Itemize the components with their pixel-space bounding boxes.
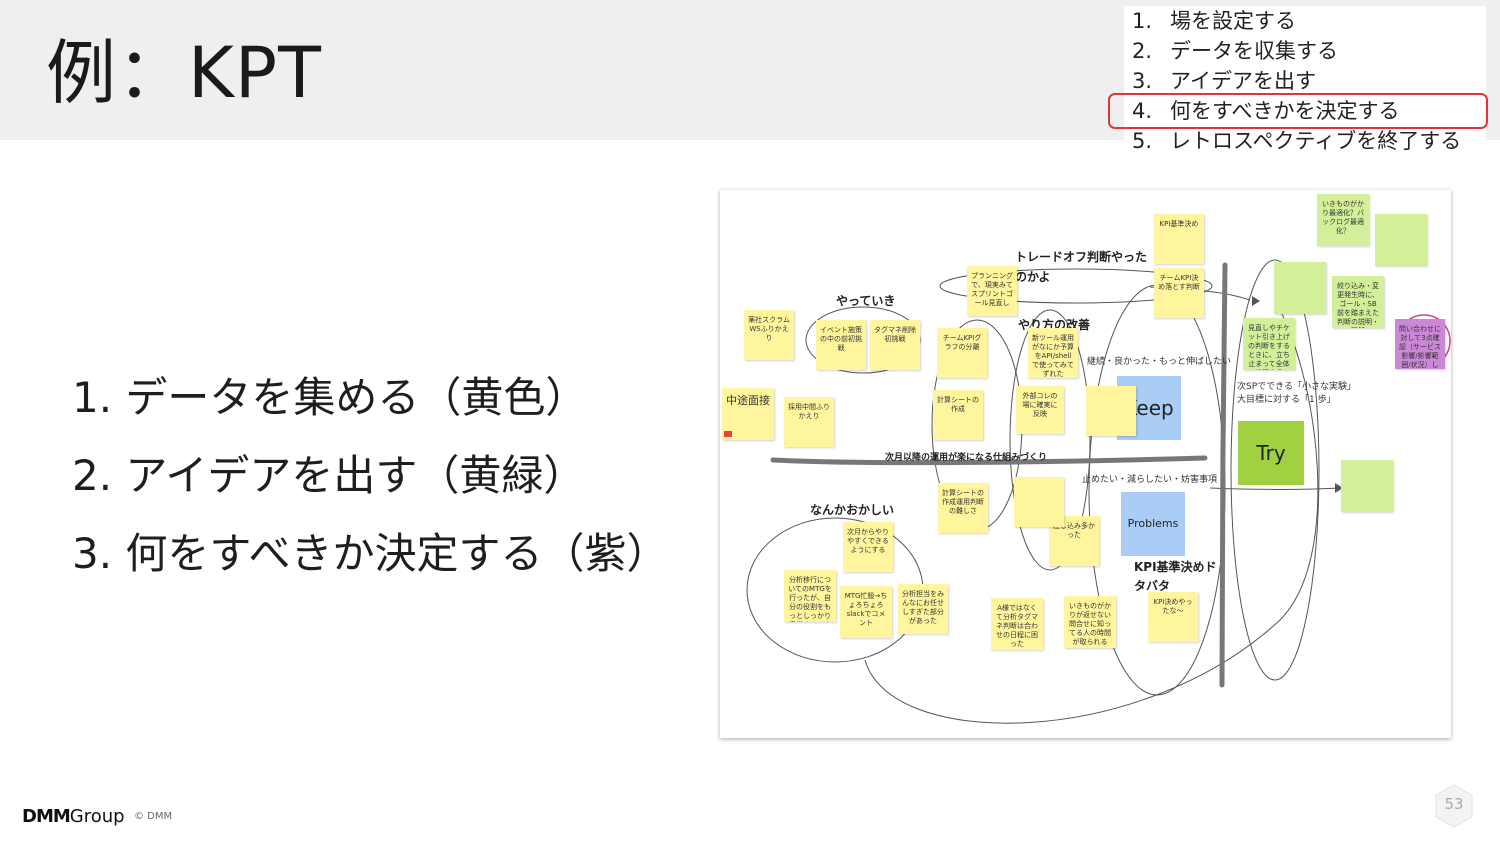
- board-label-nextsp: 次SPでできる「小さな実験」: [1237, 382, 1356, 392]
- red-tag: [724, 431, 732, 437]
- hexagon-icon: [1435, 784, 1473, 828]
- step-item: 5. レトロスペクティブを終了する: [1132, 126, 1461, 156]
- kpt-board-image: トレードオフ判断やった のかよ やっていき やり方の改善 なんかおかしい KPI…: [720, 190, 1451, 738]
- step-number: 5.: [1132, 129, 1153, 153]
- step-number: 4.: [1132, 99, 1153, 123]
- step-text: 場を設定する: [1170, 9, 1296, 33]
- sticky-note: 計算シートの作成: [933, 390, 983, 440]
- board-heading-kpi: KPI基準決めド: [1134, 560, 1217, 574]
- sticky-note: A様ではなくて分析タグマネ判断は合わせの日程に困った: [991, 598, 1043, 650]
- sticky-note: [1086, 386, 1136, 436]
- sticky-note: 新ツール運用がなにか予算をAPI/shellで使ってみてずれた: [1028, 328, 1078, 378]
- step-text: レトロスペクティブを終了する: [1170, 129, 1462, 153]
- sticky-note: 計算シートの作成運用判断の難しさ: [938, 483, 988, 533]
- sticky-note: [1014, 477, 1064, 527]
- board-label-continue: 継続・良かった・もっと伸ばしたい: [1087, 357, 1232, 367]
- step-item: 2. データを収集する: [1132, 36, 1338, 66]
- step-item: 1. 場を設定する: [1132, 6, 1296, 36]
- point-item: 2. アイデアを出す（黄緑）: [72, 451, 586, 500]
- sticky-note: 採用中間ふりかえり: [784, 397, 834, 447]
- board-heading-tradeoff: トレードオフ判断やった: [1015, 250, 1148, 264]
- board-heading-tradeoff-cont: のかよ: [1015, 270, 1051, 284]
- sticky-note: 分析担当をみんなにお任せしすぎた部分があった: [898, 584, 948, 634]
- sticky-note: KPI基準決め: [1154, 214, 1204, 264]
- copyright: © DMM: [134, 811, 173, 822]
- sticky-note-green: [1274, 262, 1326, 314]
- step-number: 2.: [1132, 39, 1153, 63]
- sticky-note: いきものがかりが返せない問合せに知ってる人の時間が取られる: [1064, 596, 1116, 648]
- board-heading-strange: なんかおかしい: [810, 503, 895, 517]
- step-text: 何をすべきかを決定する: [1170, 99, 1400, 123]
- board-heading-next-month: 次月以降の運用が楽になる仕組みづくり: [885, 453, 1048, 463]
- sticky-note-green: [1375, 214, 1427, 266]
- point-item: 3. 何をすべきか決定する（紫）: [72, 529, 669, 578]
- point-item: 1. データを集める（黄色）: [72, 373, 588, 422]
- sticky-note: 薬社スクラムWSふりかえり: [744, 310, 794, 360]
- board-label-nextsp-cont: 大目標に対する「1 歩」: [1237, 395, 1336, 405]
- sticky-note: 外部コレの場に確実に反映: [1016, 386, 1064, 434]
- sticky-note-green: 絞り込み・変更発生時に、ゴール・SB前を踏まえた判断の説明・理解: [1332, 276, 1384, 328]
- sticky-note: 次月からやりやすくできるようにする: [843, 522, 893, 572]
- try-category: Try: [1238, 421, 1304, 485]
- step-item-highlighted: 4. 何をすべきかを決定する: [1132, 96, 1400, 126]
- step-number: 3.: [1132, 69, 1153, 93]
- step-item: 3. アイデアを出す: [1132, 66, 1316, 96]
- sticky-note: イベント施策の中の前初挑戦: [816, 320, 866, 370]
- page-number-badge: 53: [1434, 784, 1474, 828]
- page-number: 53: [1444, 795, 1464, 813]
- problems-category: Problems: [1121, 492, 1185, 556]
- sticky-note-green: いきものがかり最適化？バックログ最適化？: [1317, 194, 1369, 246]
- step-text: アイデアを出す: [1170, 69, 1316, 93]
- slide-title: 例：KPT: [46, 32, 322, 114]
- board-label-stop: 止めたい・減らしたい・妨害事項: [1082, 475, 1218, 485]
- sticky-note: タグマネ削除初挑戦: [870, 320, 920, 370]
- sticky-note-green: 見直しやチケット引き上げの判断をするときに、立ち止まって全体の状況やその後のこと…: [1243, 318, 1295, 370]
- board-heading-kpi-cont: タバタ: [1134, 579, 1171, 593]
- board-drawing-lines: [746, 259, 1451, 724]
- sticky-note: MTG忙殺→ちょろちょろslackでコメント: [840, 586, 892, 638]
- sticky-note: チームKPI決め落とす判断: [1154, 268, 1204, 318]
- sticky-note-green: [1341, 460, 1393, 512]
- company-logo: DMMGroup: [22, 806, 125, 827]
- sticky-note: プランニングで、現実みてスプリントゴール見直し: [967, 266, 1017, 316]
- sticky-note: KPI決めやったな〜: [1148, 592, 1198, 642]
- current-step-highlight: [1108, 93, 1488, 129]
- sticky-note: チームKPIグラフの分離: [937, 328, 987, 378]
- step-text: データを収集する: [1170, 39, 1338, 63]
- step-number: 1.: [1132, 9, 1153, 33]
- board-heading-yatteiki: やっていき: [836, 294, 896, 308]
- sticky-note: 分析移行についてのMTGを行ったが、自分の役割をもっとしっかり意識するべき: [784, 570, 836, 622]
- sticky-note-purple: 問い合わせに対して3点確認（サービス影響/影響範囲/状況）して優先度をつけて対応…: [1395, 319, 1445, 369]
- retro-steps-list: 1. 場を設定する 2. データを収集する 3. アイデアを出す 4. 何をすべきかを決…: [1108, 6, 1488, 158]
